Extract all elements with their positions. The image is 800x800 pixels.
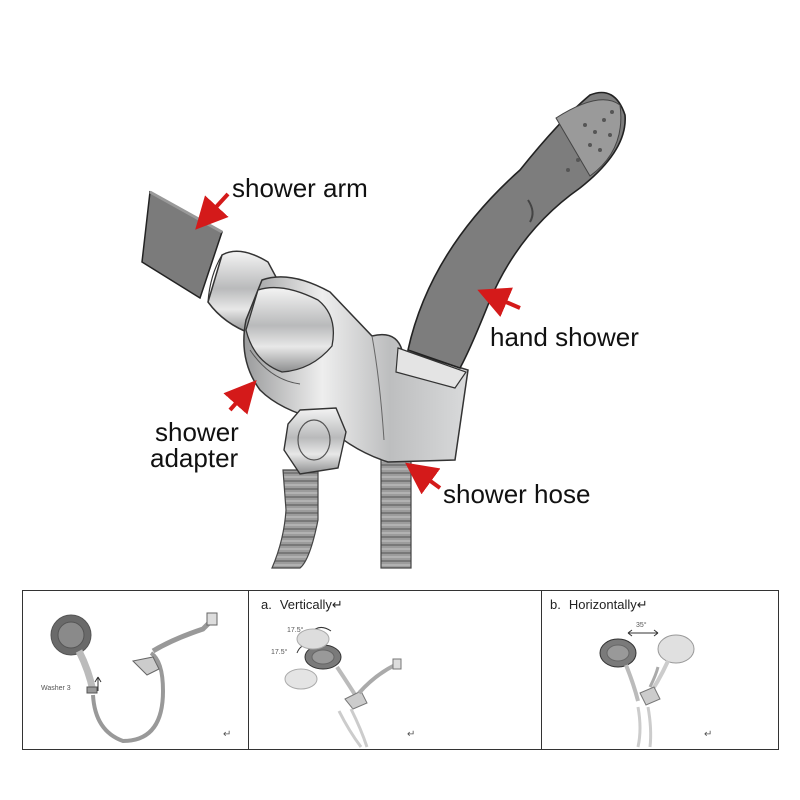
outlet-hex-nut-graphic	[283, 407, 347, 475]
install-sketch	[50, 612, 218, 744]
label-shower-adapter-line2: adapter	[150, 443, 239, 473]
instruction-panels: Washer 3 ↵ a.Vertically↵ 17.5°	[22, 590, 779, 750]
panel-vertically: a.Vertically↵ 17.5° 17.5° ↵	[249, 591, 542, 749]
label-hand-shower: hand shower	[490, 322, 639, 352]
vertical-adjust-sketch	[284, 627, 402, 748]
angle-label: 35°	[636, 622, 647, 629]
shower-adapter-illustration	[141, 91, 626, 569]
washer-label: Washer 3	[41, 685, 71, 692]
callout-arrows	[195, 192, 521, 495]
panel-horizontally: b.Horizontally↵ 35° ↵	[542, 591, 778, 749]
return-mark-3: ↵	[704, 729, 713, 740]
angle-top-label: 17.5°	[287, 627, 304, 634]
label-shower-arm: shower arm	[232, 173, 368, 203]
panel-install: Washer 3 ↵	[23, 591, 249, 749]
arrow-hand-shower	[477, 287, 521, 318]
label-shower-adapter-line1: shower	[155, 417, 239, 447]
return-mark-2: ↵	[407, 729, 416, 740]
arrow-shower-arm	[195, 192, 230, 230]
angle-bottom-label: 17.5°	[271, 649, 288, 656]
horizontal-adjust-sketch	[599, 629, 695, 748]
shower-adapter-graphic	[243, 276, 469, 463]
panel-horizontally-title: b.Horizontally↵	[550, 597, 648, 612]
arrow-shower-hose	[405, 462, 442, 495]
arrow-shower-adapter	[223, 380, 257, 415]
hand-shower-graphic	[407, 91, 626, 369]
adapter-outlet-hose	[271, 469, 319, 569]
label-shower-hose: shower hose	[443, 479, 591, 509]
panel-vertically-title: a.Vertically↵	[261, 597, 343, 612]
return-mark-1: ↵	[223, 729, 232, 740]
shower-arm-graphic	[141, 190, 223, 300]
